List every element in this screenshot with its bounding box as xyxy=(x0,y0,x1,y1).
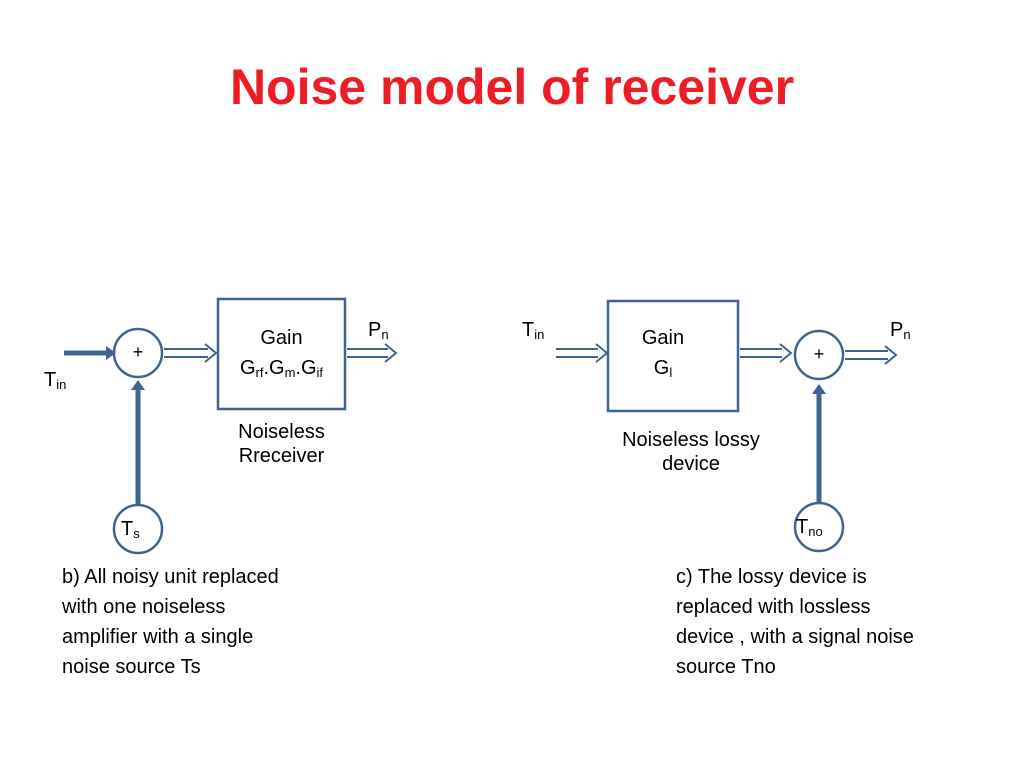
b-source-circle xyxy=(112,503,164,555)
b-caption-line: with one noiseless xyxy=(62,596,226,618)
b-summer-circle xyxy=(112,327,164,379)
c-caption-line: source Tno xyxy=(676,656,776,678)
c-block-gain-label: Gain xyxy=(641,327,685,349)
c-caption-line: replaced with lossless xyxy=(676,596,871,618)
page-title: Noise model of receiver xyxy=(229,59,795,115)
b-output-label: Pn xyxy=(368,319,389,342)
c-block-to-summer-head xyxy=(779,343,793,363)
b-output-head xyxy=(384,343,398,363)
c-source-circle xyxy=(793,501,845,553)
b-summer-to-block-head xyxy=(204,343,218,363)
c-output-label: Pn xyxy=(890,319,911,342)
b-receiver-block xyxy=(216,297,347,411)
c-source-label: Tno xyxy=(796,516,823,539)
c-summer-circle xyxy=(793,329,845,381)
b-block-gain-formula: Grf.Gm.Gif xyxy=(239,357,324,380)
b-caption-line: noise source Ts xyxy=(62,656,201,678)
c-caption: c) The lossy device is replaced with los… xyxy=(676,562,914,682)
b-block-gain-label: Gain xyxy=(260,327,303,349)
c-caption-line: device , with a signal noise xyxy=(676,626,914,648)
b-source-arrow-head xyxy=(131,380,145,390)
c-block-gain-formula: Gl xyxy=(653,357,673,380)
c-output-head xyxy=(884,345,898,365)
b-caption: b) All noisy unit replaced with one nois… xyxy=(62,562,279,682)
c-caption-line: c) The lossy device is xyxy=(676,566,867,588)
c-summer-plus: + xyxy=(813,344,825,364)
b-caption-line: b) All noisy unit replaced xyxy=(62,566,279,588)
c-lossy-block xyxy=(606,299,740,413)
c-source-arrow-head xyxy=(812,384,826,394)
c-input-head xyxy=(595,343,609,363)
b-caption-line: amplifier with a single xyxy=(62,626,254,648)
b-input-label: Tin xyxy=(44,369,67,392)
c-input-label: Tin xyxy=(522,319,545,342)
b-input-arrow-head xyxy=(106,346,116,360)
b-source-label: Ts xyxy=(121,518,140,541)
b-summer-plus: + xyxy=(132,342,144,362)
